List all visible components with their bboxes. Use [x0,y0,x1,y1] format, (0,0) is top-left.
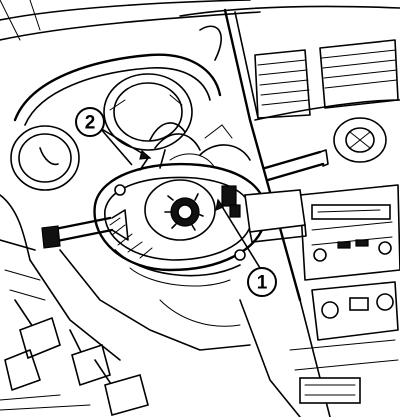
leader-line-1 [217,199,261,269]
lower-dash-panel [29,249,301,417]
air-vent [254,39,399,163]
callout-1: 1 [247,267,277,297]
wiring-harness [149,122,251,169]
instrument-cluster-hood [13,25,222,126]
pedals [0,299,149,416]
callout-1-circle [247,267,277,297]
callout-2-label: 2 [85,113,96,134]
instrument-gauges [10,73,193,191]
steering-column-switch-assembly [41,149,329,287]
callout-1-label: 1 [257,273,268,294]
left-door-panel [0,194,46,301]
callout-2: 2 [75,107,105,137]
radio-control-panel [289,184,400,404]
dashboard-top [0,0,400,41]
callout-leaders [99,127,261,269]
callout-2-circle [75,107,105,137]
